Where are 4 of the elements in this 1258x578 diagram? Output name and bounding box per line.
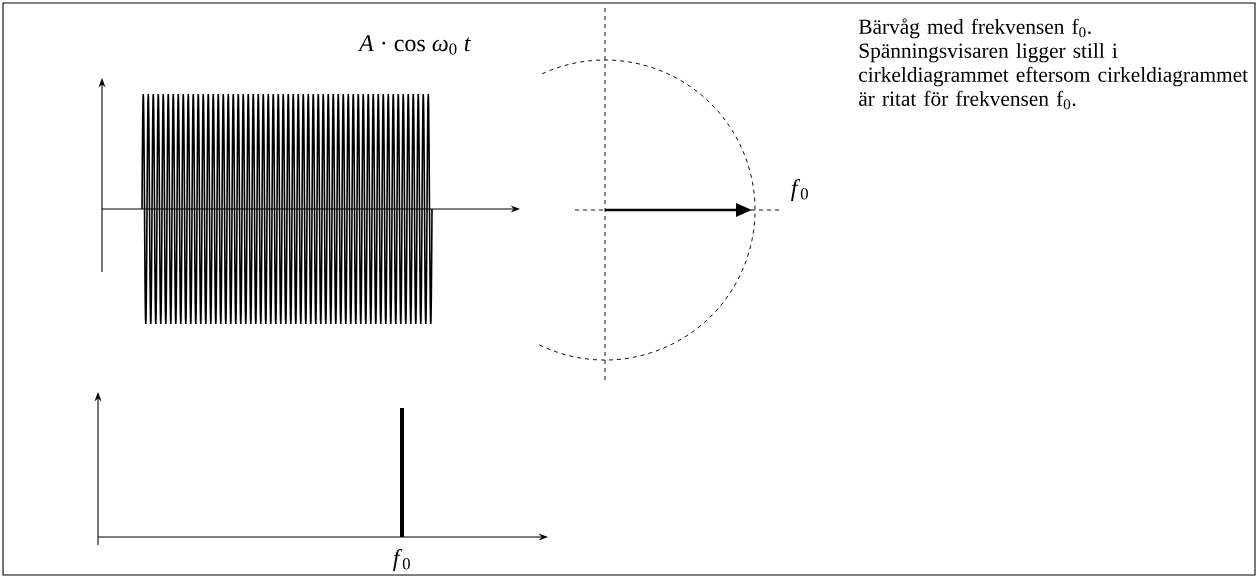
frequency-label: f$_{0}$ (393, 549, 410, 571)
formula-label: A · cos ω$_{0}$ t (357, 35, 471, 55)
frequency-label: f$_{0}$ (791, 179, 808, 201)
description-text: Bärvåg med frekvensen f$_{0}$. Spänningsvisaren ligger still i cirkeldiagrammet eftersom cirkeldiagrammet är ritat för frekvensen f$_{0}$. (858, 18, 1248, 110)
